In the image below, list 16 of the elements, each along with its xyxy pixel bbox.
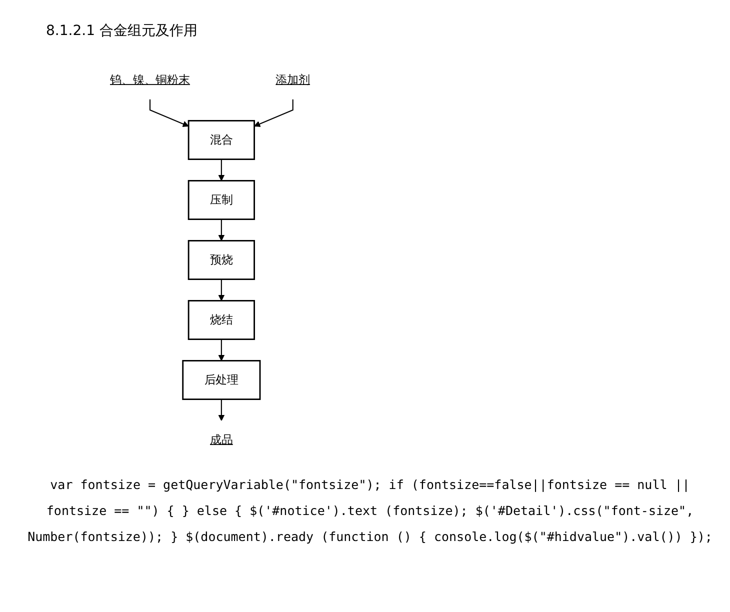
arrow [218,279,225,301]
arrow [149,99,189,127]
node-text: 添加剂 [276,72,310,86]
arrow [218,339,225,361]
node-box: 混合 [188,120,255,160]
node-text: 成品 [210,432,233,446]
code-text: var fontsize = getQueryVariable("fontsize"); if (fontsize==false||fontsize == null || fontsize == "") { } else { $('#notice').text (fontsize); $('#Detail').css("font-size", Number(fontsize)); } $(document).ready (function () { console.log($("#hidvalue").val()) }); [26,476,714,546]
node-box: 烧结 [188,300,255,340]
arrow [218,219,225,241]
heading: 8.1.2.1 合金组元及作用 [46,22,198,40]
node-box: 预烧 [188,240,255,280]
arrow [254,99,294,127]
arrow [218,399,225,421]
arrow [218,159,225,181]
node-box: 压制 [188,180,255,220]
node-box: 后处理 [182,360,261,400]
